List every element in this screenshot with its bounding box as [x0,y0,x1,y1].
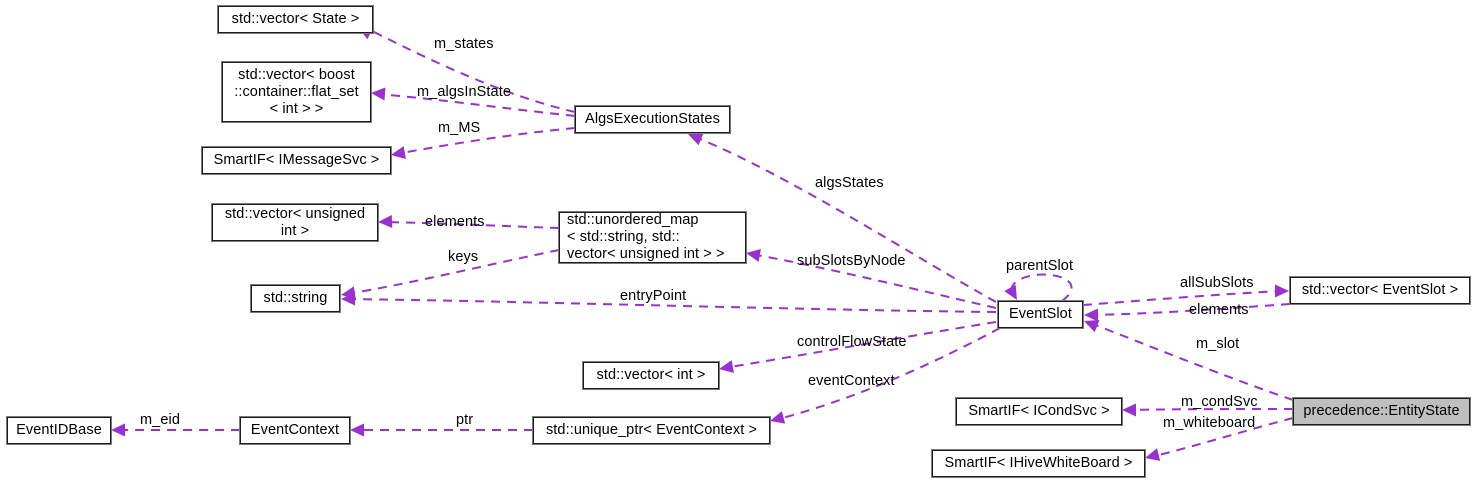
edge-label-e_controlFlowState: controlFlowState [797,334,907,350]
arrowhead [1004,284,1017,300]
edge-e_m_whiteboard [1145,417,1294,461]
arrowhead [1275,284,1289,298]
edge-label-e_m_eid: m_eid [140,412,180,428]
edge-label-e_algsStates: algsStates [815,175,884,191]
node-algs_execution_states[interactable]: AlgsExecutionStates [574,105,731,134]
edge-label-e_allSubSlots: allSubSlots [1180,275,1254,291]
arrowhead [746,249,761,262]
node-unique_ptr_ctx[interactable]: std::unique_ptr< EventContext > [532,416,771,445]
arrowhead [391,146,406,159]
arrowhead [1145,448,1161,461]
edge-label-e_parentSlot: parentSlot [1006,258,1074,274]
edge-e_eventContext [770,327,1001,424]
edge-e_parentSlot [1004,273,1073,302]
node-smartif_icondsvc[interactable]: SmartIF< ICondSvc > [955,397,1123,426]
node-entity_state[interactable]: precedence::EntityState [1292,397,1471,426]
edge-e_ptr [350,423,533,437]
node-event_slot[interactable]: EventSlot [997,300,1084,329]
edge-label-e_m_MS: m_MS [438,120,481,136]
edge-e_m_slot [1084,319,1294,401]
node-vector_event_slot[interactable]: std::vector< EventSlot > [1289,276,1471,305]
edge-label-e_m_states: m_states [434,36,494,52]
edge-label-e_entryPoint: entryPoint [620,288,687,304]
edge-e_entryPoint [341,292,997,313]
edge-e_elements_slot [1084,303,1291,322]
node-vector_int[interactable]: std::vector< int > [582,361,720,390]
arrowhead [688,133,704,146]
edge-e_elements_map [378,215,560,229]
arrowhead [1122,403,1136,417]
arrowhead [1084,308,1098,322]
node-event_context[interactable]: EventContext [239,416,351,445]
edge-label-e_m_algsInState: m_algsInState [417,84,511,100]
edge-e_m_algsInState [371,87,576,117]
edge-label-e_keys: keys [448,249,479,265]
edge-label-e_subSlotsByNode: subSlotsByNode [797,253,906,269]
arrowhead [350,423,364,437]
arrowhead [719,360,734,373]
edge-label-e_eventContext: eventContext [808,373,895,389]
node-vector_flat_set[interactable]: std::vector< boost ::container::flat_set… [221,61,372,123]
arrowhead [371,87,386,101]
arrowhead [111,423,125,437]
edge-label-e_elements_map: elements [425,214,485,230]
node-smartif_imessagesvc[interactable]: SmartIF< IMessageSvc > [201,146,392,175]
edge-label-e_m_whiteboard: m_whiteboard [1163,415,1256,431]
node-unordered_map[interactable]: std::unordered_map < std::string, std:: … [558,211,747,264]
arrowhead [378,215,393,229]
edge-e_allSubSlots [1082,284,1289,306]
node-event_id_base[interactable]: EventIDBase [6,416,112,445]
node-vector_state[interactable]: std::vector< State > [217,5,374,34]
edge-e_controlFlowState [719,321,997,373]
edge-label-e_m_slot: m_slot [1196,336,1240,352]
arrowhead [770,411,786,424]
edge-label-e_elements_slot: elements [1189,302,1249,318]
node-std_string[interactable]: std::string [250,284,341,313]
edge-e_m_eid [111,423,240,437]
edge-e_algsStates [688,133,997,303]
arrowhead [341,292,355,306]
edge-e_subSlotsByNode [746,249,997,309]
arrowhead [1084,319,1100,333]
edge-e_m_condSvc [1122,403,1294,417]
node-smartif_ihivewb[interactable]: SmartIF< IHiveWhiteBoard > [931,449,1146,478]
edge-label-e_m_condSvc: m_condSvc [1181,394,1258,410]
edge-e_m_MS [391,127,576,159]
edge-label-e_ptr: ptr [456,412,474,428]
node-vector_unsigned_int[interactable]: std::vector< unsigned int > [211,203,379,242]
